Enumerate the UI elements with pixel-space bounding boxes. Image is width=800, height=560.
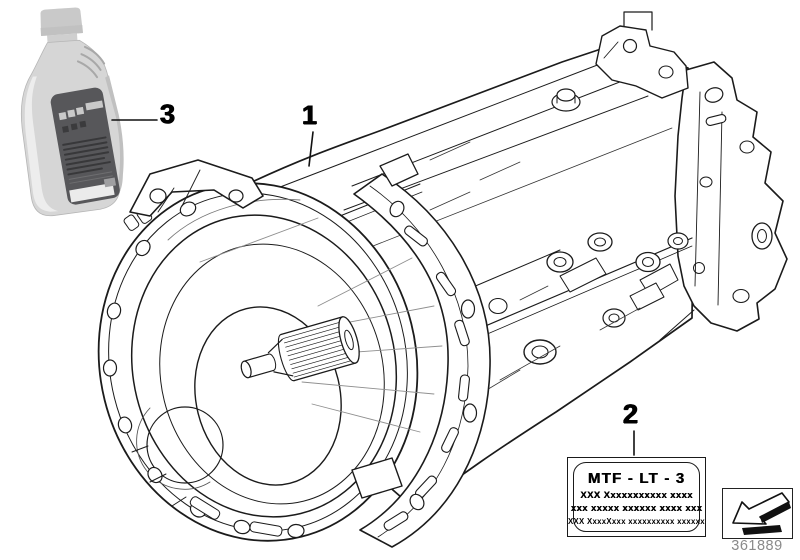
spec-plate-line-2: xxx xxxxx xxxxxx xxxx xxx — [570, 502, 703, 514]
callout-3[interactable]: 3 — [160, 99, 175, 129]
callout-2[interactable]: 2 — [623, 399, 638, 429]
case-bosses — [429, 141, 693, 401]
diagram-number: 361889 — [731, 538, 783, 554]
rear-flange — [674, 61, 788, 332]
callout-1[interactable]: 1 — [302, 100, 317, 130]
direction-arrow-icon — [732, 492, 791, 535]
input-shaft — [240, 316, 360, 382]
oil-bottle-illustration — [20, 7, 124, 217]
leader-line-1 — [308, 131, 314, 167]
direction-arrow-box — [722, 488, 793, 539]
gearbox-illustration — [97, 11, 788, 548]
spec-plate-inner: MTF - LT - 3 XXX Xxxxxxxxxxx xxxx xxx xx… — [568, 462, 705, 532]
bell-housing — [97, 182, 443, 542]
top-mount-bracket — [595, 11, 689, 99]
spec-plate-line-3: XXX XxxxXxxx xxxxxxxxxx xxxxxx — [568, 516, 705, 526]
arc-flange — [351, 153, 491, 548]
spec-plate-line-1: XXX Xxxxxxxxxxx xxxx — [580, 489, 693, 501]
spec-plate: MTF - LT - 3 XXX Xxxxxxxxxxx xxxx xxx xx… — [567, 457, 706, 537]
spec-plate-title: MTF - LT - 3 — [587, 469, 686, 487]
housing-top-bracket — [129, 159, 264, 217]
bottle-label — [50, 87, 120, 205]
